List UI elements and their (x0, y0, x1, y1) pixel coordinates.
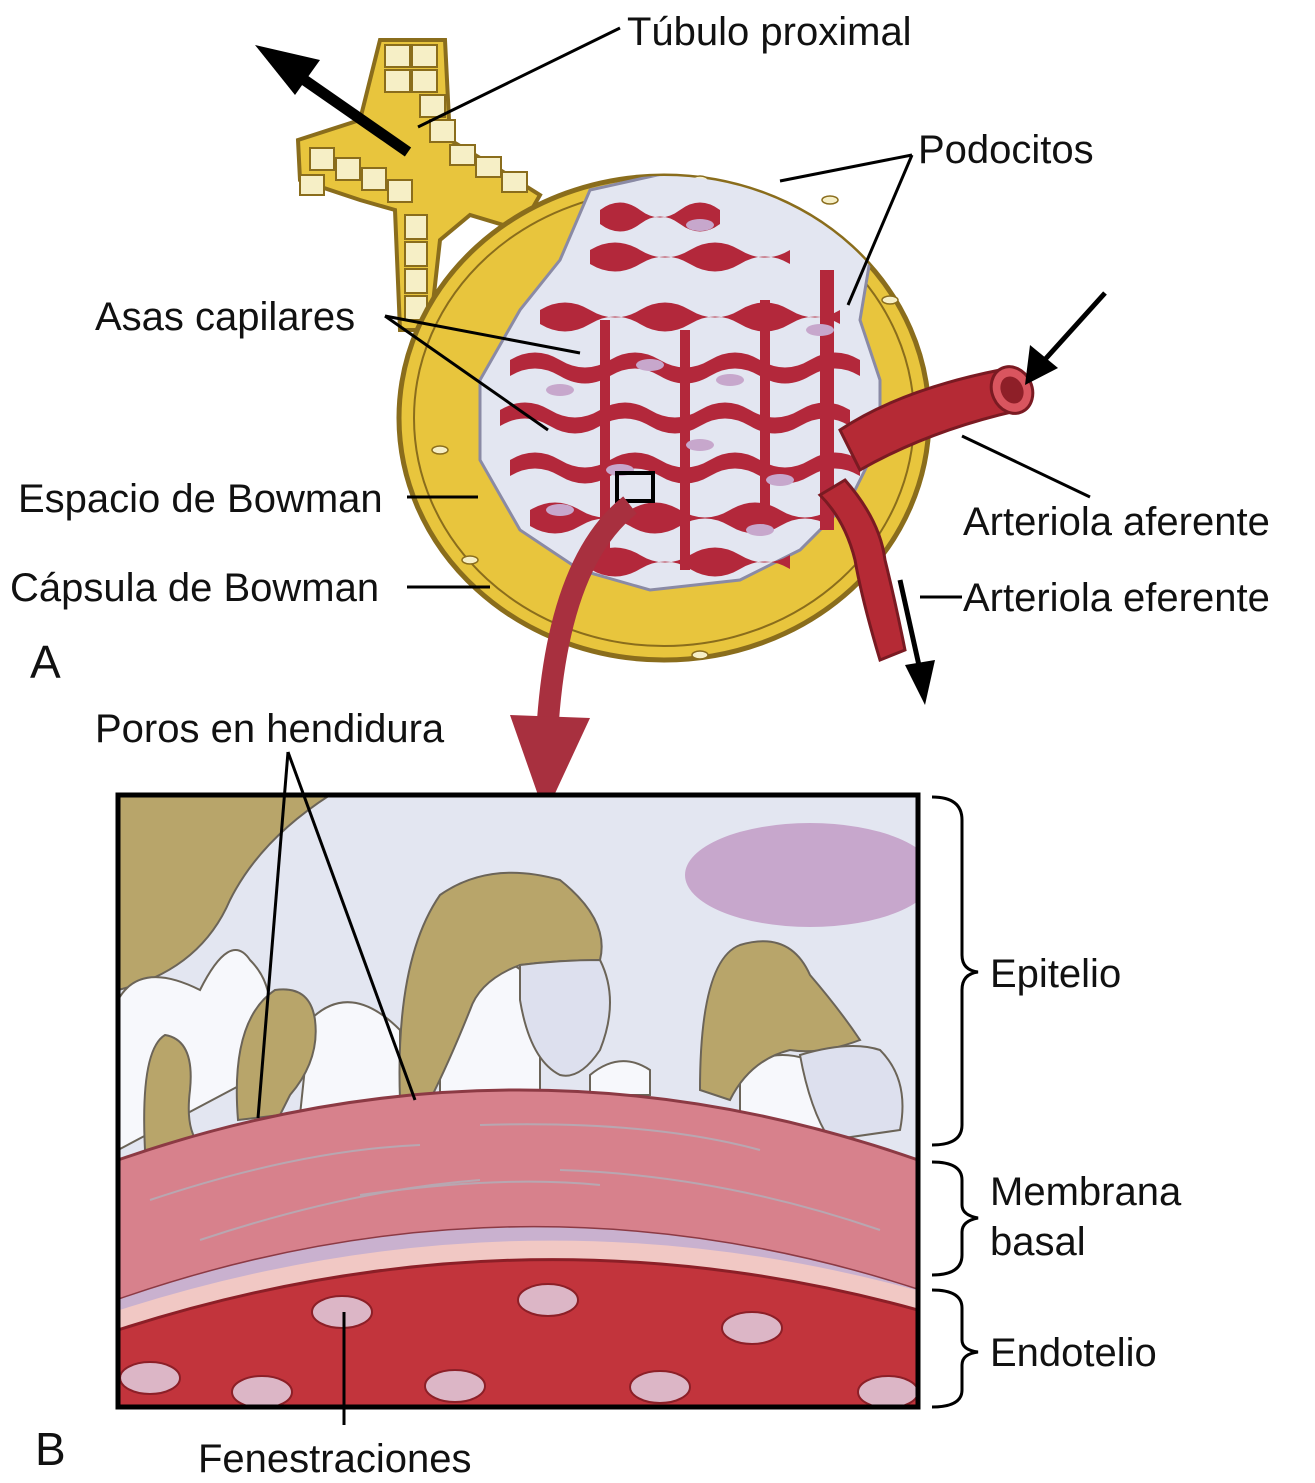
label-bowman-space: Espacio de Bowman (18, 477, 383, 521)
label-epithelium: Epitelio (990, 952, 1121, 996)
label-proximal-tubule: Túbulo proximal (627, 10, 912, 54)
label-capillary-loops: Asas capilares (95, 295, 355, 339)
label-efferent-arteriole: Arteriola eferente (963, 576, 1270, 620)
label-afferent-arteriole: Arteriola aferente (963, 500, 1270, 544)
panel-letter-b: B (35, 1423, 66, 1475)
nucleus (685, 823, 935, 927)
label-slit-pores: Poros en hendidura (95, 707, 445, 751)
label-endothelium: Endotelio (990, 1331, 1157, 1375)
panel-letter-a: A (30, 636, 61, 688)
filtration-barrier-detail (118, 795, 935, 1408)
label-basement-membrane-line2: basal (990, 1220, 1086, 1264)
label-basement-membrane-line1: Membrana (990, 1170, 1182, 1214)
label-fenestrations: Fenestraciones (198, 1437, 471, 1481)
layer-braces (932, 797, 978, 1407)
label-bowman-capsule: Cápsula de Bowman (10, 566, 379, 610)
label-podocytes: Podocitos (918, 128, 1094, 172)
